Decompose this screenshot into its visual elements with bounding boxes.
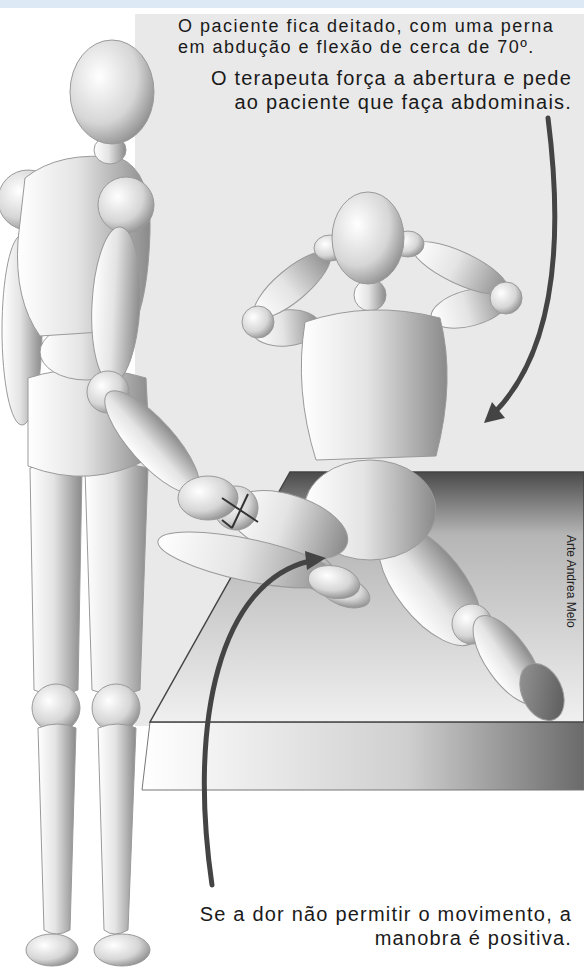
arrow-head — [305, 551, 326, 570]
therapist-thigh — [85, 464, 148, 695]
therapist-shin — [38, 724, 76, 934]
patient-torso — [301, 310, 447, 460]
patient-elbow — [242, 306, 274, 338]
therapist-upper-arm — [88, 226, 144, 384]
therapist-thigh — [30, 464, 82, 695]
therapist-foot — [26, 934, 78, 966]
therapist-shoulder — [98, 177, 154, 233]
patient-foot — [511, 656, 573, 727]
instruction-note: O terapeuta força a abertura e pede ao p… — [192, 66, 572, 114]
background-panel — [135, 14, 584, 726]
pointer-arrow — [204, 561, 310, 885]
therapist-hand — [305, 561, 363, 603]
artist-credit: Arte Andrea Melo — [563, 535, 579, 628]
therapist-shin — [98, 724, 136, 934]
therapist-hand — [178, 476, 238, 520]
pointer-arrow — [495, 118, 555, 412]
patient-elbow — [490, 282, 522, 314]
instruction-note: O paciente fica deitado, com uma perna e… — [178, 16, 578, 58]
pressure-mark — [222, 494, 258, 528]
therapist-head — [70, 40, 154, 144]
result-note: Se a dor não permitir o movimento, a man… — [192, 902, 572, 950]
patient-head — [332, 192, 404, 284]
top-band — [0, 0, 584, 8]
therapist-foot — [94, 934, 150, 966]
arrow-head — [484, 402, 505, 423]
